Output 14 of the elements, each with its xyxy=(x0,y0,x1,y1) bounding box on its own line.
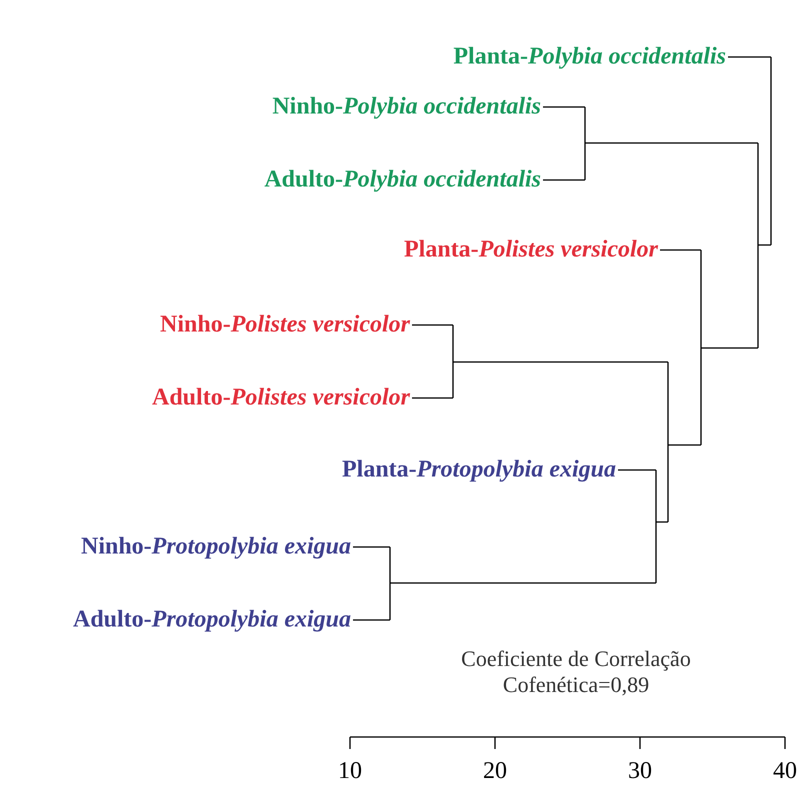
taxon-label: Planta-Protopolybia exigua xyxy=(342,456,616,484)
taxon-label: Planta-Polistes versicolor xyxy=(404,236,658,264)
taxon-label: Ninho-Protopolybia exigua xyxy=(80,534,351,560)
tick-label: 40 xyxy=(773,758,797,785)
taxon-label: Ninho-Polybia occidentalis xyxy=(272,94,541,120)
tick-label: 30 xyxy=(628,758,652,785)
note-text: Coeficiente de Correlação Cofenética=0,89 xyxy=(460,646,692,699)
taxon-label: Planta-Polybia occidentalis xyxy=(453,44,726,70)
taxon-label: Adulto-Polistes versicolor xyxy=(152,384,410,412)
tick-label: 20 xyxy=(483,758,507,785)
tick-label: 10 xyxy=(338,758,362,785)
taxon-label: Adulto-Protopolybia exigua xyxy=(72,606,351,634)
taxon-label: Adulto-Polybia occidentalis xyxy=(264,166,541,194)
taxon-label: Ninho-Polistes versicolor xyxy=(160,312,410,338)
